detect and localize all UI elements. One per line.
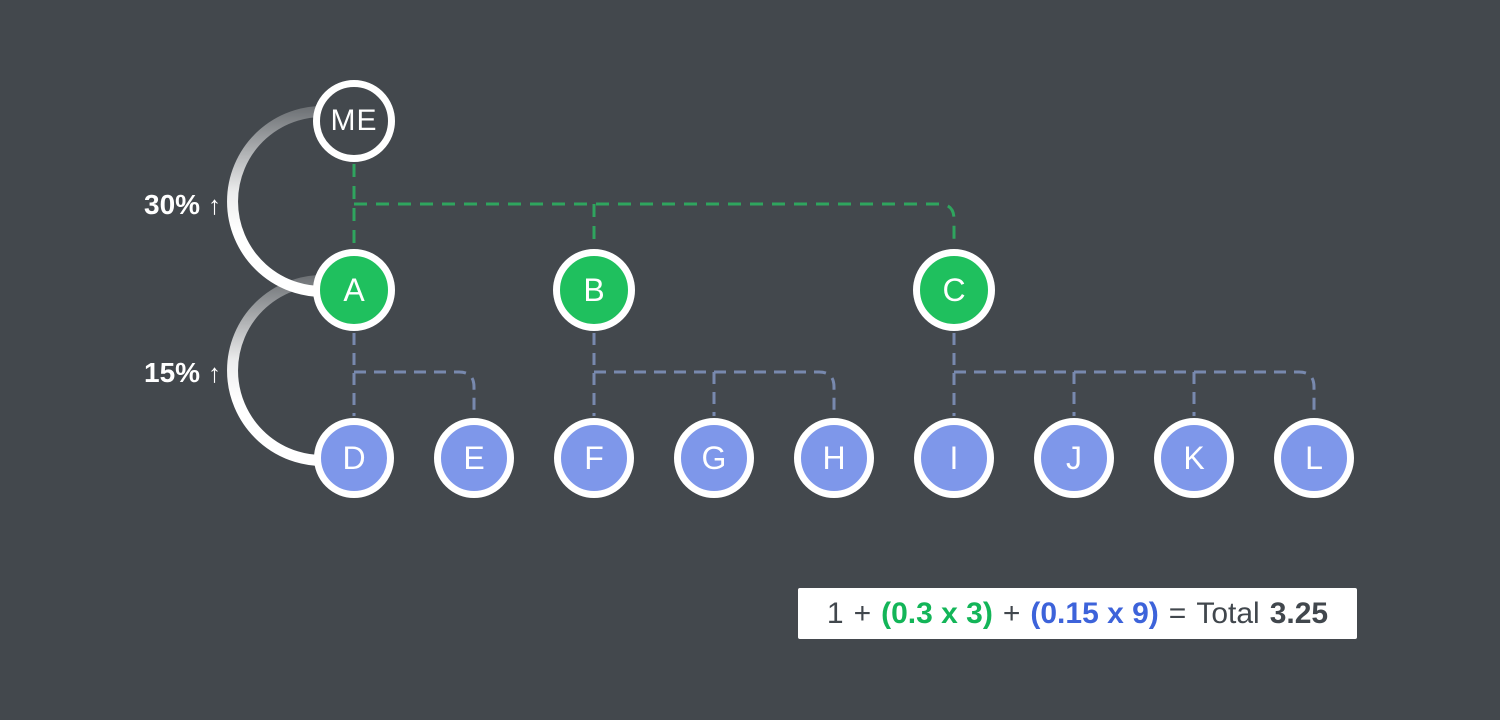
formula-equals: = [1168, 596, 1187, 630]
level2-rate-value: 15% [144, 357, 201, 388]
formula-base: 1 [826, 596, 844, 630]
level1-rate-value: 30% [144, 189, 201, 220]
formula-bar: 1 + (0.3 x 3) + (0.15 x 9) = Total 3.25 [798, 588, 1357, 639]
node-d: D [314, 418, 394, 498]
node-label: H [822, 440, 846, 476]
node-l: L [1274, 418, 1354, 498]
up-arrow-icon: ↑ [208, 189, 222, 220]
formula-level1-term: (0.3 x 3) [881, 596, 993, 630]
formula-plus: + [1002, 596, 1021, 630]
node-f: F [554, 418, 634, 498]
connector-me-c [354, 202, 956, 247]
node-h: H [794, 418, 874, 498]
level2-rate-label: 15% ↑ [144, 357, 222, 388]
connector-b-h [594, 370, 836, 416]
node-e: E [434, 418, 514, 498]
node-me: ME [313, 80, 395, 162]
level2-connector-lines [352, 333, 1316, 416]
up-arrow-icon: ↑ [208, 357, 222, 388]
node-label: ME [330, 104, 378, 137]
node-label: E [463, 440, 485, 476]
node-label: B [583, 272, 605, 308]
node-a: A [313, 249, 395, 331]
node-label: L [1305, 440, 1323, 476]
node-label: D [342, 440, 366, 476]
node-g: G [674, 418, 754, 498]
node-label: J [1066, 440, 1082, 476]
formula-plus: + [853, 596, 872, 630]
node-c: C [913, 249, 995, 331]
upline-arc-level2 [227, 275, 338, 466]
node-b: B [553, 249, 635, 331]
node-label: F [584, 440, 604, 476]
formula-total-value: 3.25 [1269, 596, 1329, 630]
formula-total-label: Total [1196, 596, 1260, 630]
node-label: A [343, 272, 365, 308]
node-i: I [914, 418, 994, 498]
node-label: K [1183, 440, 1205, 476]
node-k: K [1154, 418, 1234, 498]
node-label: C [942, 272, 966, 308]
formula-level2-term: (0.15 x 9) [1030, 596, 1159, 630]
connector-c-l [954, 370, 1316, 416]
node-label: I [949, 440, 959, 476]
connector-a-e [354, 370, 476, 416]
node-j: J [1034, 418, 1114, 498]
level1-rate-label: 30% ↑ [144, 189, 222, 220]
level1-connector-lines [352, 164, 956, 247]
node-label: G [701, 440, 727, 476]
